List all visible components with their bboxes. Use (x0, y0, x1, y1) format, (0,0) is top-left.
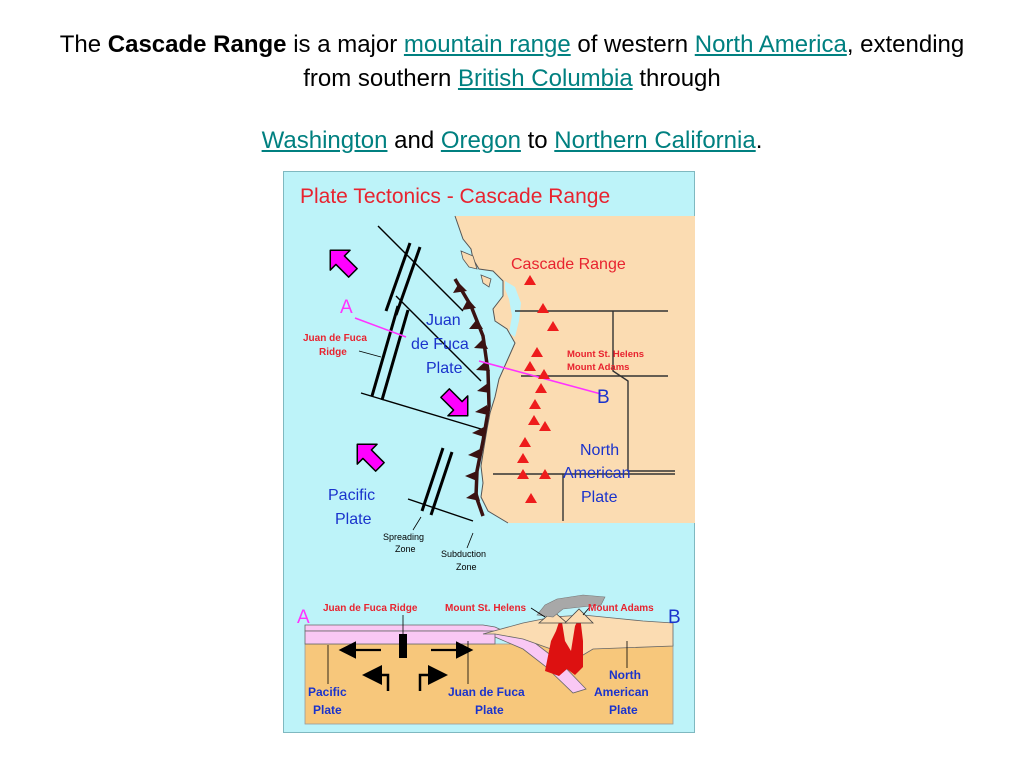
intro-text-4: , extending from southern (303, 31, 965, 92)
cs-label-na-plate-2: American (594, 685, 649, 699)
cs-label-na-plate-1: North (609, 668, 641, 682)
cs-label-na-plate-3: Plate (609, 703, 638, 717)
map-label-subduction-zone-1: Subduction (441, 549, 486, 559)
map-label-jdf-ridge-2: Ridge (319, 347, 347, 358)
map-label-subduction-zone-2: Zone (456, 562, 477, 572)
map-label-mount-st-helens: Mount St. Helens (567, 349, 644, 360)
cs-label-mount-st-helens: Mount St. Helens (445, 603, 527, 614)
map-label-mount-adams: Mount Adams (567, 362, 629, 373)
map-label-pacific-plate-1: Pacific (328, 487, 375, 504)
cross-section (304, 594, 674, 725)
map-label-pacific-plate-2: Plate (335, 511, 372, 528)
island-2 (480, 274, 492, 288)
map-label-jdf-ridge-1: Juan de Fuca (303, 333, 367, 344)
arrow-nw-upper-icon (329, 249, 358, 278)
cs-leader-st-helens (530, 607, 546, 618)
cs-label-pacific-plate-1: Pacific (308, 685, 347, 699)
coastline (454, 215, 516, 524)
map-label-point-b: B (597, 387, 610, 408)
intro-line-3: Washington and Oregon to Northern Califo… (40, 124, 984, 158)
intro-text-1: The (59, 31, 108, 58)
map-leader-spreading-zone (412, 516, 422, 531)
arrow-se-icon (440, 388, 469, 417)
map-label-na-plate-2: American (563, 465, 631, 482)
cs-convection-left (362, 665, 390, 691)
plate-tectonics-figure: Plate Tectonics - Cascade Range (283, 171, 695, 733)
mount-adams-cone (564, 608, 594, 624)
map-leader-subduction-zone (466, 532, 474, 549)
link-north-america[interactable]: North America (694, 31, 847, 58)
ash-cloud (536, 594, 606, 618)
intro-text-7: to (520, 127, 555, 154)
link-northern-california[interactable]: Northern California (554, 127, 756, 154)
intro-text-8: . (755, 127, 763, 154)
cs-label-point-b: B (668, 607, 681, 628)
cascade-volcanoes (517, 275, 559, 503)
map-label-point-a: A (340, 297, 353, 318)
cross-section-oceanic-crust (304, 624, 587, 694)
diagram-title: Plate Tectonics - Cascade Range (300, 185, 610, 208)
link-washington[interactable]: Washington (261, 127, 388, 154)
cs-leader-adams (582, 607, 590, 616)
arrow-nw-lower-icon (356, 443, 385, 472)
map-label-cascade-range: Cascade Range (511, 256, 626, 273)
map-label-na-plate-3: Plate (581, 489, 618, 506)
map-label-na-plate-1: North (580, 442, 619, 459)
cs-label-jdf-plate-1: Juan de Fuca (448, 685, 525, 699)
puget-sound (505, 281, 521, 337)
intro-paragraph: The Cascade Range is a major mountain ra… (40, 28, 984, 158)
map-leader-jdf-ridge (358, 350, 382, 358)
link-mountain-range[interactable]: mountain range (403, 31, 571, 58)
intro-text-6: and (387, 127, 441, 154)
intro-bold-term: Cascade Range (107, 31, 287, 58)
cs-label-pacific-plate-2: Plate (313, 703, 342, 717)
magma-chamber (545, 616, 583, 676)
map-label-jdf-plate-3: Plate (426, 360, 463, 377)
map-label-spreading-zone-2: Zone (395, 544, 416, 554)
cs-label-jdf-plate-2: Plate (475, 703, 504, 717)
link-oregon[interactable]: Oregon (440, 127, 521, 154)
intro-text-5: through (632, 65, 721, 92)
cs-label-point-a: A (297, 607, 310, 628)
cs-convection-right (418, 665, 448, 691)
cs-label-mount-adams: Mount Adams (588, 603, 654, 614)
map-label-spreading-zone-1: Spreading (383, 532, 424, 542)
intro-text-3: of western (570, 31, 695, 58)
intro-text-2: is a major (286, 31, 404, 58)
ridge-block (399, 634, 407, 658)
cs-label-jdf-ridge: Juan de Fuca Ridge (323, 603, 418, 614)
juan-de-fuca-ridge (360, 225, 482, 522)
island-1 (460, 250, 478, 270)
map-label-jdf-plate-1: Juan (426, 312, 461, 329)
plate-motion-arrows (329, 249, 469, 472)
map-label-jdf-plate-2: de Fuca (411, 336, 469, 353)
subduction-zone (453, 278, 491, 517)
plate-tectonics-diagram: Plate Tectonics - Cascade Range (283, 171, 695, 733)
link-british-columbia[interactable]: British Columbia (457, 65, 633, 92)
